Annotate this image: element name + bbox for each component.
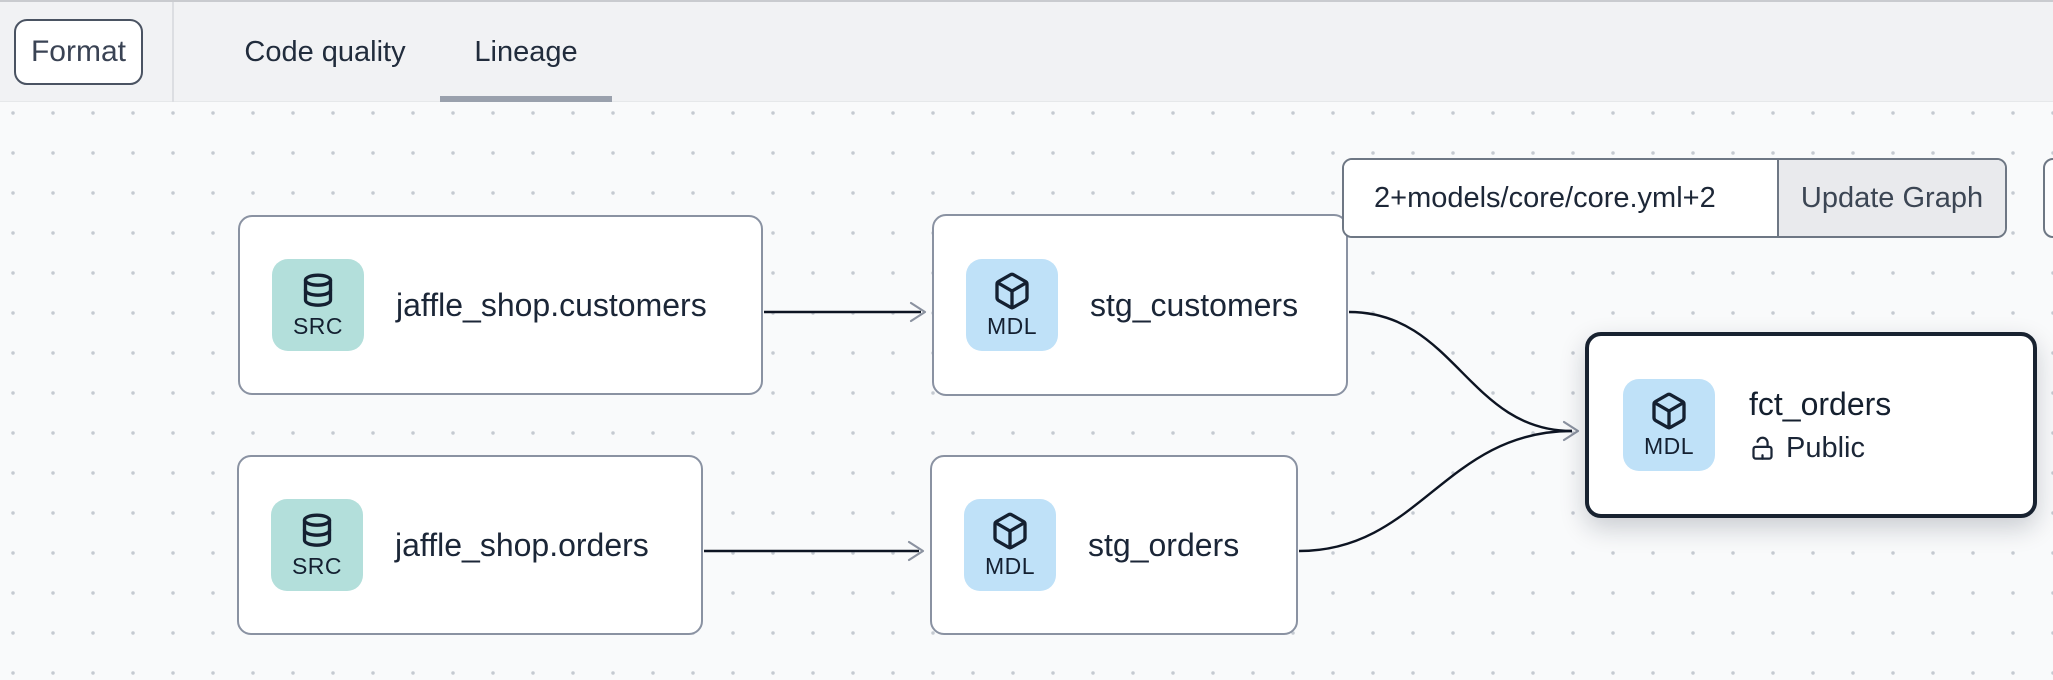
badge-label: MDL	[984, 552, 1036, 579]
node-label: jaffle_shop.customers	[396, 286, 707, 323]
badge-label: SRC	[291, 552, 343, 579]
node-fct-orders[interactable]: MDL fct_orders Public	[1585, 332, 2037, 518]
database-icon	[302, 513, 332, 547]
cube-icon	[1652, 392, 1686, 429]
node-label: jaffle_shop.orders	[395, 526, 649, 563]
lineage-selector-control: Update Graph	[1342, 158, 2007, 238]
access-label: Public	[1786, 431, 1865, 464]
edge-stg-orders-to-fct-orders	[1298, 429, 1573, 553]
source-badge: SRC	[271, 499, 363, 591]
update-graph-button[interactable]: Update Graph	[1777, 160, 2005, 236]
toolbar: Format Code quality Lineage	[0, 0, 2053, 104]
node-label: fct_orders	[1749, 385, 1892, 422]
tab-lineage[interactable]: Lineage	[474, 35, 578, 68]
active-tab-underline	[440, 96, 612, 104]
model-badge: MDL	[964, 499, 1056, 591]
clipped-right-button[interactable]	[2043, 158, 2053, 238]
toolbar-divider	[172, 2, 174, 102]
badge-label: MDL	[986, 312, 1038, 339]
model-badge: MDL	[1623, 379, 1715, 471]
selector-input[interactable]	[1344, 160, 1777, 236]
cube-icon	[995, 272, 1029, 309]
arrowhead-icon	[1562, 420, 1580, 442]
arrowhead-icon	[909, 301, 927, 323]
badge-label: MDL	[1643, 432, 1695, 459]
node-label: stg_customers	[1090, 286, 1299, 323]
node-jaffle-shop-orders[interactable]: SRC jaffle_shop.orders	[237, 455, 703, 635]
node-label: stg_orders	[1088, 526, 1240, 563]
access-row: Public	[1749, 432, 1891, 465]
arrowhead-icon	[907, 540, 925, 562]
node-jaffle-shop-customers[interactable]: SRC jaffle_shop.customers	[238, 215, 763, 395]
lineage-edges	[704, 301, 1580, 562]
unlock-icon	[1752, 436, 1773, 460]
badge-label: SRC	[292, 312, 344, 339]
source-badge: SRC	[272, 259, 364, 351]
model-badge: MDL	[966, 259, 1058, 351]
node-stg-customers[interactable]: MDL stg_customers	[932, 214, 1348, 396]
node-stg-orders[interactable]: MDL stg_orders	[930, 455, 1298, 635]
format-button[interactable]: Format	[14, 19, 143, 85]
lineage-canvas[interactable]: SRC jaffle_shop.customers MDL stg_custom…	[0, 102, 2053, 680]
edge-stg-customers-to-fct-orders	[1348, 310, 1573, 433]
tab-code-quality[interactable]: Code quality	[244, 35, 406, 68]
cube-icon	[993, 512, 1027, 549]
database-icon	[303, 273, 333, 307]
